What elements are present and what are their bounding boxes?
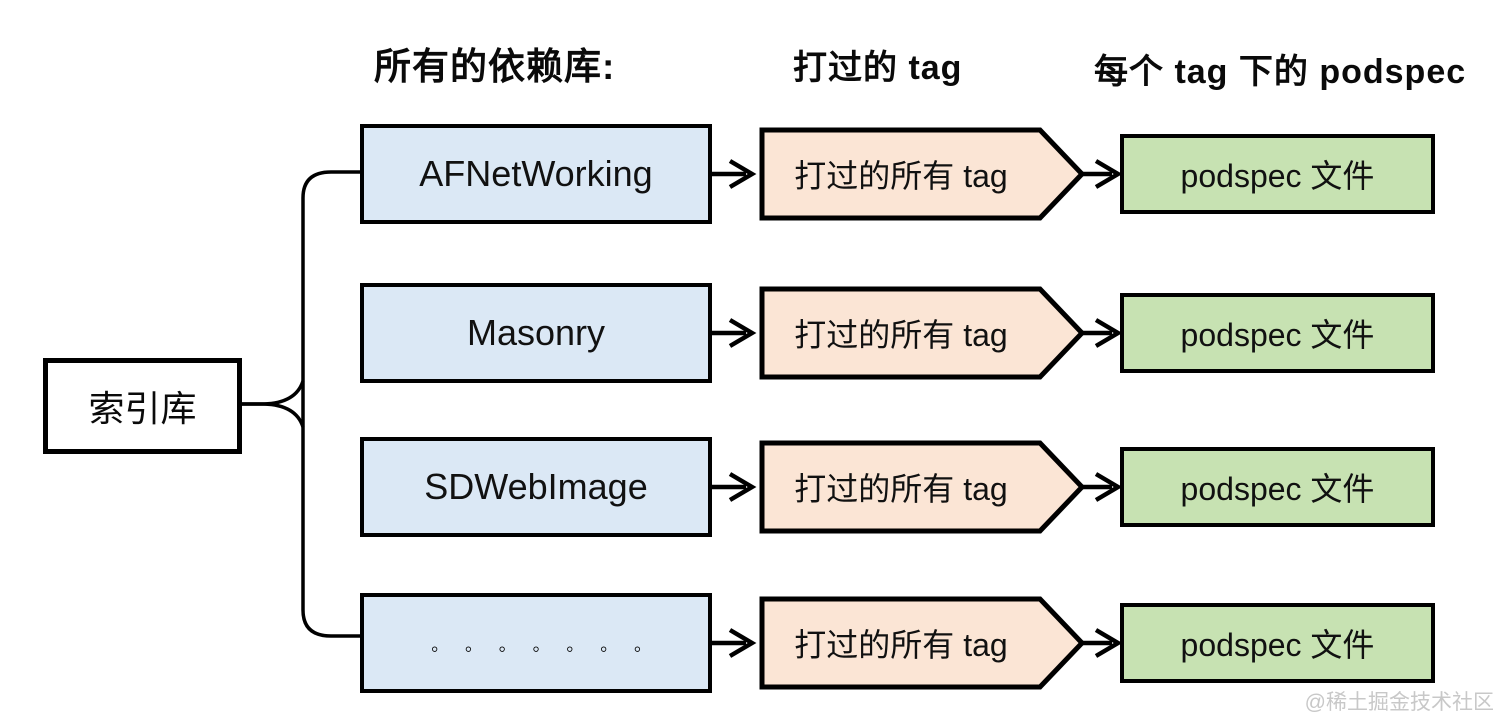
podspec-box: podspec 文件 [1120,293,1435,373]
library-box-masonry: Masonry [360,283,712,383]
arrow-head-icon [1094,318,1123,348]
podspec-box: podspec 文件 [1120,603,1435,683]
tag-pentagon [759,286,1086,380]
tag-pentagon [759,596,1086,690]
row-4-shapes [712,596,1123,690]
library-box-ellipsis: ◦◦◦◦◦◦◦ [360,593,712,693]
row-3-shapes [712,440,1123,534]
arrow-head-icon [1094,159,1123,189]
library-box-sdwebimage: SDWebImage [360,437,712,537]
arrow-head-icon [728,159,757,189]
arrow-head-icon [728,472,757,502]
arrow-head-icon [1094,472,1123,502]
tag-shape-label: 打过的所有 tag [794,158,1008,194]
library-label-dots: ◦◦◦◦◦◦◦ [430,636,668,661]
tag-shape-label: 打过的所有 tag [794,471,1008,507]
index-fork-lower [242,402,305,428]
watermark-juejin: @稀土掘金技术社区 [1304,691,1494,714]
index-trunk-line [301,170,362,638]
podspec-label: podspec 文件 [1180,317,1375,353]
podspec-label: podspec 文件 [1180,471,1375,507]
tag-shape-label: 打过的所有 tag [794,627,1008,663]
arrow-head-icon [728,628,757,658]
index-fork-upper [242,380,305,406]
library-label: Masonry [466,312,606,353]
podspec-box: podspec 文件 [1120,134,1435,214]
arrow-head-icon [1094,628,1123,658]
library-box-afnetworking: AFNetWorking [360,124,712,224]
tag-pentagon [759,127,1086,221]
header-tags: 打过的 tag [793,49,963,87]
library-label: AFNetWorking [419,153,653,194]
index-library-label: 索引库 [88,388,197,429]
row-1-shapes [712,127,1123,221]
header-dependencies: 所有的依赖库: [374,46,616,87]
index-library-box: 索引库 [43,358,242,454]
header-podspec: 每个 tag 下的 podspec [1094,53,1467,91]
podspec-box: podspec 文件 [1120,447,1435,527]
podspec-label: podspec 文件 [1180,158,1375,194]
library-label: SDWebImage [424,466,648,507]
tag-pentagon [759,440,1086,534]
arrow-head-icon [728,318,757,348]
tag-shape-label: 打过的所有 tag [794,317,1008,353]
row-2-shapes [712,286,1123,380]
podspec-label: podspec 文件 [1180,627,1375,663]
